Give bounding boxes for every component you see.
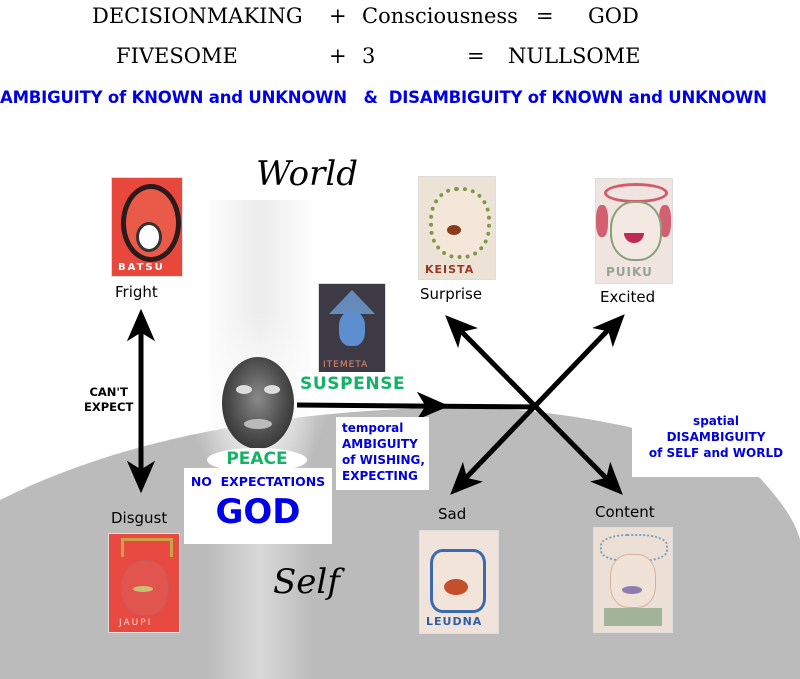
sad-label: Sad	[438, 505, 467, 523]
spatial-note: spatial DISAMBIGUITY of SELF and WORLD	[632, 413, 800, 461]
suspense-caption: ITEMETA	[323, 360, 369, 370]
equation-1-op: +	[329, 4, 347, 28]
world-label: World	[256, 154, 358, 194]
equation-2-left: FIVESOME	[116, 44, 238, 68]
peace-face-painting	[222, 357, 294, 449]
excited-caption: PUIKU	[606, 265, 653, 279]
arrowhead-surprise	[445, 315, 479, 349]
disgust-painting: JAUPI	[108, 533, 180, 633]
spatial-line-3: of SELF and WORLD	[648, 446, 784, 460]
excited-label: Excited	[600, 288, 656, 306]
self-label: Self	[273, 562, 340, 602]
sad-painting: LEUDNA	[419, 530, 499, 634]
headline: AMBIGUITY of KNOWN and UNKNOWN & DISAMBI…	[0, 88, 767, 107]
spatial-line-1: spatial	[693, 414, 739, 428]
equation-2-result: NULLSOME	[508, 44, 641, 68]
fright-painting: BATSU	[111, 177, 183, 277]
surprise-caption: KEISTA	[425, 263, 475, 276]
no-expectations-label: NO EXPECTATIONS	[190, 474, 326, 489]
temporal-line-3: of WISHING,	[342, 453, 425, 467]
suspense-label: SUSPENSE	[300, 374, 406, 394]
equation-1-right: Consciousness	[362, 4, 518, 28]
disgust-label: Disgust	[111, 509, 168, 527]
cant-expect-note: CAN'T EXPECT	[84, 385, 133, 415]
surprise-label: Surprise	[420, 285, 483, 303]
excited-painting: PUIKU	[595, 178, 673, 284]
spatial-box	[632, 404, 800, 477]
temporal-line-1: temporal	[342, 421, 404, 435]
temporal-note: temporal AMBIGUITY of WISHING, EXPECTING	[342, 420, 425, 484]
content-label: Content	[595, 503, 655, 521]
temporal-line-2: AMBIGUITY	[342, 437, 418, 451]
equation-2-right: 3	[362, 44, 376, 68]
arrowhead-content	[590, 461, 623, 495]
cant-expect-line-1: CAN'T	[89, 385, 128, 399]
equation-2-eq: =	[467, 44, 485, 68]
equation-1-eq: =	[536, 4, 554, 28]
fright-caption: BATSU	[118, 262, 165, 273]
arrowhead-up-fright	[126, 308, 156, 342]
god-box	[184, 468, 332, 544]
cant-expect-line-2: EXPECT	[84, 400, 134, 414]
arrowhead-suspense	[416, 391, 450, 420]
peace-label: PEACE	[226, 449, 288, 469]
equation-2-op: +	[329, 44, 347, 68]
arrows	[126, 308, 625, 495]
equation-1-result: GOD	[588, 4, 639, 28]
disgust-caption: JAUPI	[119, 618, 153, 628]
fright-label: Fright	[115, 283, 158, 301]
content-painting	[593, 527, 673, 633]
equation-1-left: DECISIONMAKING	[92, 4, 303, 28]
arrowhead-down-disgust	[126, 460, 156, 494]
temporal-box	[336, 417, 429, 490]
temporal-line-4: EXPECTING	[342, 469, 418, 483]
arrowhead-sad	[450, 461, 483, 495]
suspense-painting: ITEMETA	[318, 283, 386, 375]
suspense-box	[296, 372, 410, 398]
suspense-arrow-shaft	[296, 402, 538, 410]
sad-caption: LEUDNA	[426, 615, 483, 628]
spatial-line-2: DISAMBIGUITY	[666, 430, 766, 444]
excited-sad-diagonal	[460, 326, 612, 484]
surprise-painting: KEISTA	[418, 176, 496, 280]
god-label: GOD	[215, 492, 301, 532]
arrowhead-excited	[592, 314, 625, 348]
